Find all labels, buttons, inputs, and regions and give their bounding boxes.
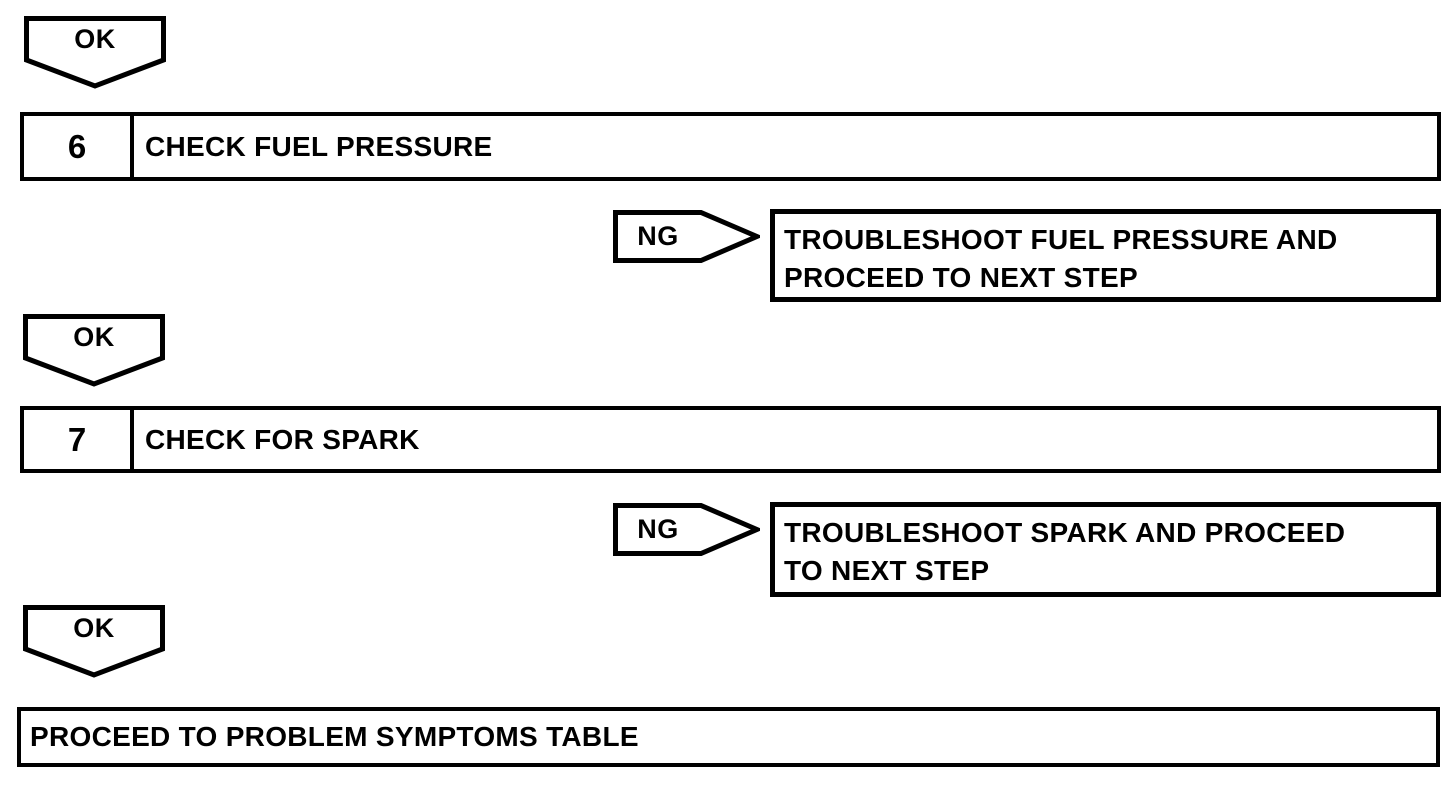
final-box: PROCEED TO PROBLEM SYMPTOMS TABLE <box>17 707 1440 767</box>
step-number: 6 <box>24 116 134 177</box>
ng-result-box-2: TROUBLESHOOT SPARK AND PROCEED TO NEXT S… <box>770 502 1441 597</box>
ok-connector-label: OK <box>73 322 115 352</box>
ok-connector-1: OK <box>24 16 166 89</box>
step-number: 7 <box>24 410 134 469</box>
ng-result-box-1: TROUBLESHOOT FUEL PRESSURE AND PROCEED T… <box>770 209 1441 302</box>
final-box-title: PROCEED TO PROBLEM SYMPTOMS TABLE <box>30 721 639 752</box>
step-title: CHECK FUEL PRESSURE <box>145 130 493 162</box>
ok-down-pointer-icon <box>23 605 165 678</box>
ok-connector-label: OK <box>73 613 115 643</box>
ng-result-text-line2: TO NEXT STEP <box>784 555 990 586</box>
step-box-6: 6 CHECK FUEL PRESSURE <box>20 112 1441 181</box>
ok-connector-2: OK <box>23 314 165 387</box>
ok-connector-label: OK <box>74 24 116 54</box>
ng-connector-2: NG <box>613 503 760 556</box>
ng-right-pointer-icon <box>613 210 760 263</box>
ng-result-text-line1: TROUBLESHOOT FUEL PRESSURE AND <box>784 224 1338 255</box>
ng-connector-1: NG <box>613 210 760 263</box>
ng-connector-label: NG <box>637 514 679 544</box>
ng-right-pointer-icon <box>613 503 760 556</box>
ok-connector-3: OK <box>23 605 165 678</box>
step-title: CHECK FOR SPARK <box>145 423 420 455</box>
ng-result-text-line1: TROUBLESHOOT SPARK AND PROCEED <box>784 517 1346 548</box>
ok-down-pointer-icon <box>23 314 165 387</box>
step-box-7: 7 CHECK FOR SPARK <box>20 406 1441 473</box>
ng-connector-label: NG <box>637 221 679 251</box>
ok-down-pointer-icon <box>24 16 166 89</box>
ng-result-text-line2: PROCEED TO NEXT STEP <box>784 262 1138 293</box>
